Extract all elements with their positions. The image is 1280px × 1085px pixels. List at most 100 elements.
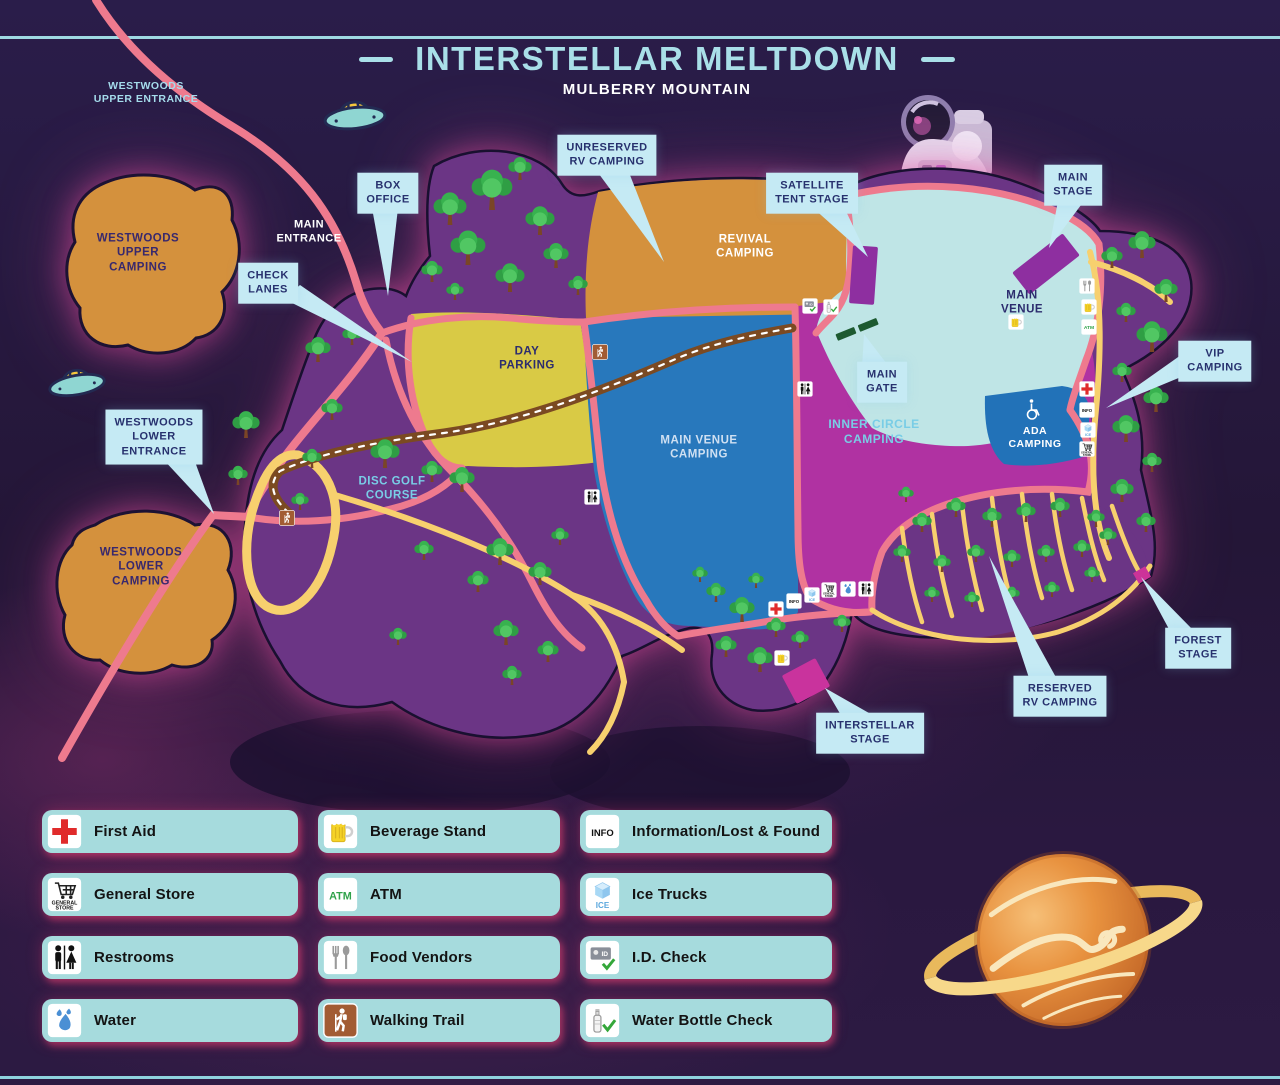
label-day-parking: DAY PARKING [499,345,555,372]
area-revival-camping [585,179,851,318]
callout-main-stage: MAIN STAGE [1044,164,1102,206]
restrooms-icon [797,381,813,397]
walking-trail-path [268,323,797,518]
first-aid-icon [47,814,82,849]
restrooms-icon [47,940,82,975]
label-main-venue-camping: MAIN VENUE CAMPING [660,434,738,461]
title-dash-left [359,56,394,62]
legend-item-label: First Aid [94,823,157,840]
walking-trail-icon [323,1003,358,1038]
legend-item-id-check: I.D. Check [580,936,832,979]
legend-item-beverage-stand: Beverage Stand [318,810,560,853]
forest-stage [1132,566,1152,584]
label-disc-golf-course: DISC GOLF COURSE [358,475,426,502]
callout-vip-camping: VIP CAMPING [1178,340,1252,382]
walking-trail-icon [279,510,295,526]
legend-item-water-bottle-check: Water Bottle Check [580,999,832,1042]
area-westwoods-upper-camping [65,173,241,355]
callout-satellite-tent-stage: SATELLITE TENT STAGE [766,172,858,214]
legend-item-atm: ATM [318,873,560,916]
ufo-icon [48,368,106,398]
first-aid-icon [768,601,784,617]
walking-trail-icon [592,344,608,360]
bottle-check-icon [823,299,839,315]
info-icon [1079,402,1095,418]
legend-item-label: Water Bottle Check [632,1012,773,1029]
top-divider-line [0,36,1280,39]
satellite-tent-stage [849,245,878,305]
callout-reserved-rv-camping: RESERVED RV CAMPING [1013,675,1107,717]
restrooms-icon [584,489,600,505]
atm-icon [323,877,358,912]
map-header: INTERSTELLAR MELTDOWN MULBERRY MOUNTAIN [0,40,1280,98]
water-icon [840,581,856,597]
legend-item-water: Water [42,999,298,1042]
legend-item-label: Water [94,1012,137,1029]
ice-icon [585,877,620,912]
label-ada-camping: ADA CAMPING [1008,424,1062,450]
restrooms-icon [858,581,874,597]
legend-item-label: I.D. Check [632,949,707,966]
beverage-icon [1081,299,1097,315]
atm-icon [1081,319,1097,335]
legend-item-restrooms: Restrooms [42,936,298,979]
legend-item-label: ATM [370,886,402,903]
legend-item-label: Beverage Stand [370,823,487,840]
ufo-icon [323,100,387,131]
legend-item-label: Food Vendors [370,949,473,966]
callout-box-office: BOX OFFICE [357,172,419,214]
callout-main-gate: MAIN GATE [857,361,907,403]
page-subtitle: MULBERRY MOUNTAIN [562,81,752,98]
legend-item-walking-trail: Walking Trail [318,999,560,1042]
main-stage [1012,234,1080,294]
callout-forest-stage: FOREST STAGE [1165,627,1231,669]
map-legend: First Aid Beverage Stand Information/Los… [42,810,832,1042]
legend-item-label: Walking Trail [370,1012,465,1029]
label-westwoods-lower-camping: WESTWOODS LOWER CAMPING [99,546,183,588]
pink-roads [58,0,1105,762]
legend-item-label: General Store [94,886,195,903]
callout-westwoods-lower-entrance: WESTWOODS LOWER ENTRANCE [105,409,203,465]
first-aid-icon [1079,381,1095,397]
ice-icon [804,587,820,603]
wheelchair-icon [1026,399,1040,420]
id-check-icon [802,298,818,314]
legend-item-ice-trucks: Ice Trucks [580,873,832,916]
background-hill [550,726,850,818]
area-ada-camping [984,386,1090,466]
beverage-icon [323,814,358,849]
label-westwoods-upper-camping: WESTWOODS UPPER CAMPING [96,232,180,274]
legend-item-label: Information/Lost & Found [632,823,821,840]
area-westwoods-lower-camping [55,509,237,675]
saturn-illustration [924,851,1203,1029]
label-westwoods-upper-entrance: WESTWOODS UPPER ENTRANCE [93,79,199,105]
general-store-icon [821,582,837,598]
legend-item-general-store: General Store [42,873,298,916]
title-dash-right [920,56,955,62]
interstellar-stage [782,658,830,704]
area-reserved-rv-camping [873,495,1148,639]
main-gate-bar [835,318,879,341]
general-store-icon [47,877,82,912]
legend-item-information: Information/Lost & Found [580,810,832,853]
food-vendors-icon [323,940,358,975]
callout-pointers [162,170,1194,717]
bottle-check-icon [585,1003,620,1038]
water-icon [47,1003,82,1038]
info-icon [585,814,620,849]
legend-item-label: Restrooms [94,949,175,966]
legend-item-food-vendors: Food Vendors [318,936,560,979]
label-inner-circle-camping: INNER CIRCLE CAMPING [828,417,920,446]
callout-check-lanes: CHECK LANES [238,262,298,304]
page-title: INTERSTELLAR MELTDOWN [415,40,899,77]
id-check-icon [585,940,620,975]
label-main-venue: MAIN VENUE [1000,289,1044,316]
label-main-entrance: MAIN ENTRANCE [276,218,342,244]
beverage-icon [774,650,790,666]
bottom-divider-line [0,1076,1280,1079]
info-icon [786,593,802,609]
area-main-venue-camping [584,306,798,630]
legend-item-label: Ice Trucks [632,886,708,903]
area-day-parking [409,312,599,468]
callout-unreserved-rv-camping: UNRESERVED RV CAMPING [557,134,657,176]
